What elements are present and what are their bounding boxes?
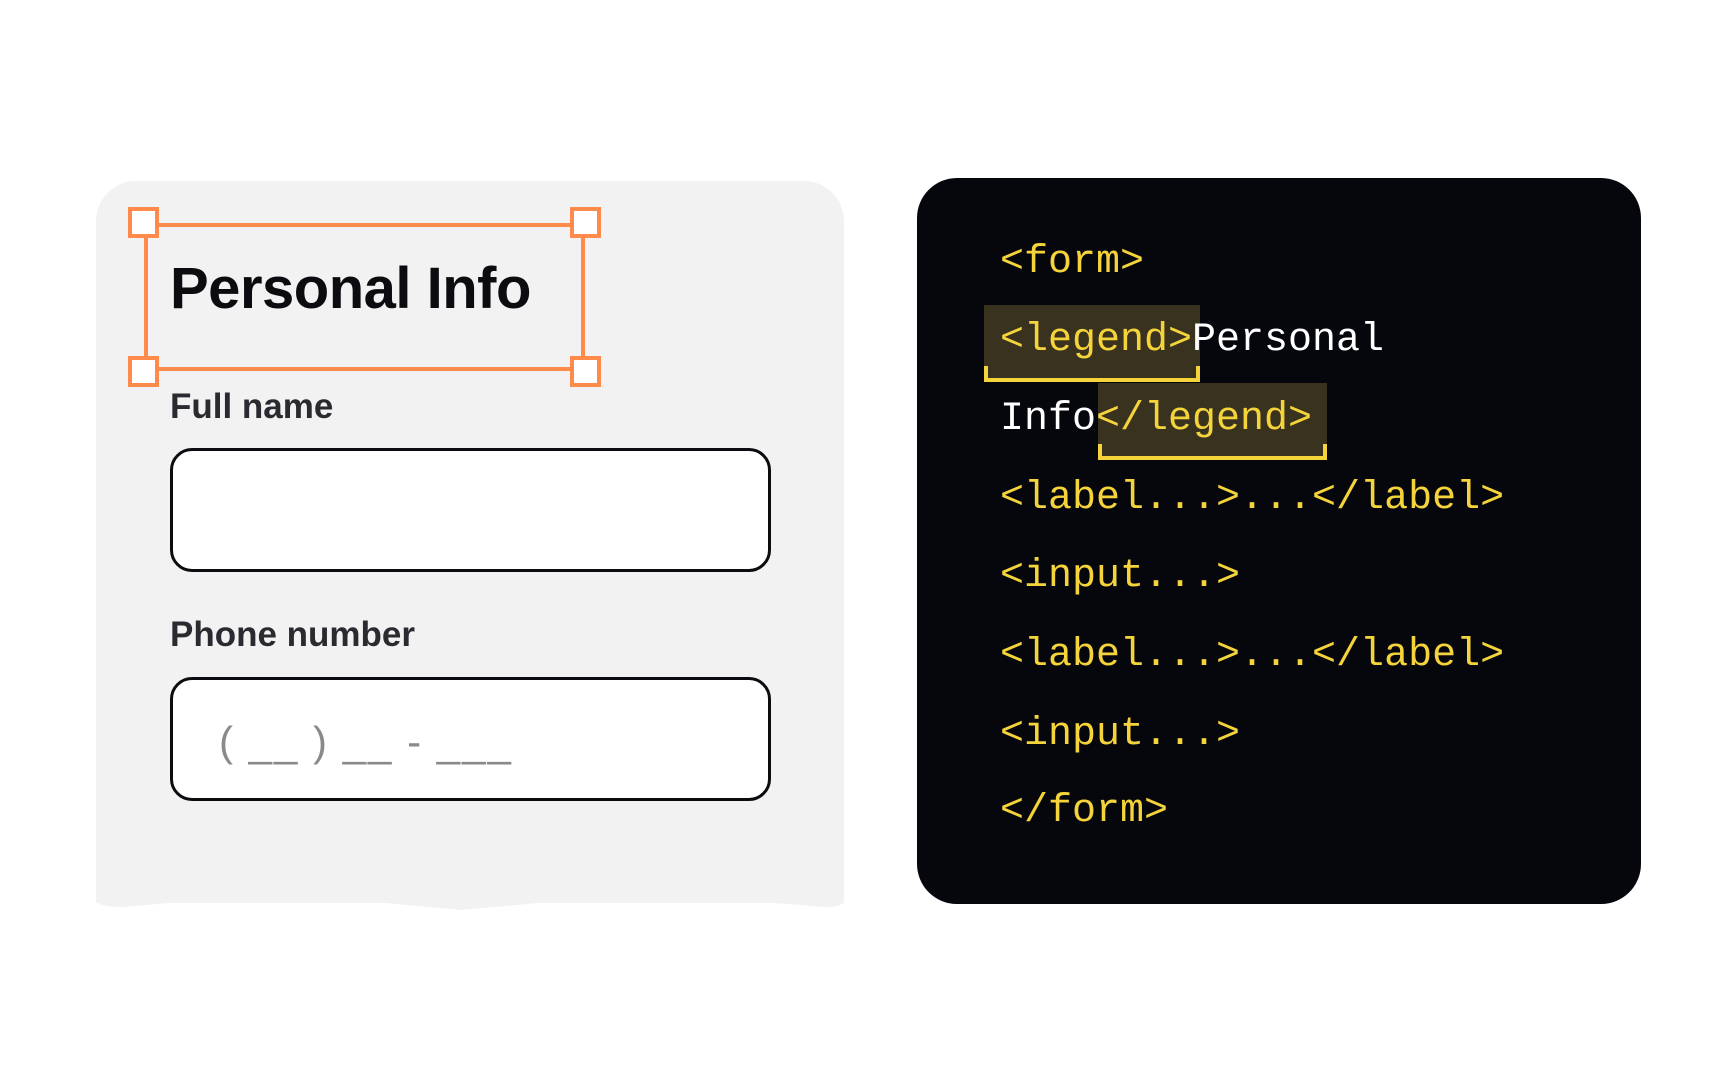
legend-close-highlight (1098, 383, 1327, 460)
resize-handle-bottom-left[interactable] (128, 356, 159, 387)
phone-number-label: Phone number (170, 615, 416, 654)
code-line: <label...>...</label> (1000, 476, 1505, 521)
code-line: <legend>Personal (1000, 318, 1385, 363)
code-line: </form> (1000, 789, 1169, 834)
selection-box[interactable] (144, 223, 585, 371)
resize-handle-top-right[interactable] (570, 207, 601, 238)
phone-placeholder: ( __ ) __ - ___ (219, 718, 513, 765)
resize-handle-top-left[interactable] (128, 207, 159, 238)
code-line: <input...> (1000, 712, 1241, 757)
resize-handle-bottom-right[interactable] (570, 356, 601, 387)
code-line: <input...> (1000, 554, 1241, 599)
torn-edge (96, 860, 844, 910)
code-panel (917, 178, 1641, 904)
full-name-label: Full name (170, 387, 334, 426)
phone-number-input[interactable]: ( __ ) __ - ___ (170, 677, 771, 801)
code-line: <label...>...</label> (1000, 633, 1505, 678)
full-name-input[interactable] (170, 448, 771, 572)
code-line: <form> (1000, 240, 1145, 285)
legend-open-highlight (984, 305, 1200, 382)
code-line: Info</legend> (1000, 397, 1313, 442)
legend-title: Personal Info (170, 256, 531, 321)
